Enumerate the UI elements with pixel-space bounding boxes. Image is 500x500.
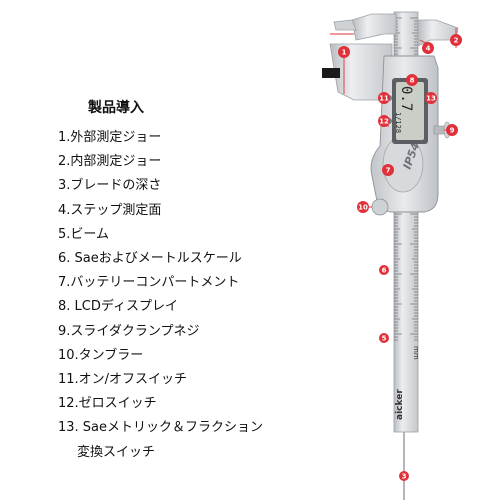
svg-text:8: 8: [410, 77, 415, 85]
jaw-tip-dark: [322, 68, 340, 78]
part-item-9: 9.スライダクランプネジ: [58, 323, 200, 339]
callout-12: 12: [378, 115, 390, 127]
callout-10: 10: [357, 201, 369, 213]
callout-1: 1: [338, 46, 350, 58]
part-item-13-label: 13. Saeメトリック＆フラクション: [58, 420, 264, 436]
part-item-5: 5.ビーム: [58, 226, 110, 242]
parts-list: 1.外部測定ジョー 2.内部測定ジョー 3.ブレードの深さ 4.ステップ測定面 …: [58, 126, 263, 465]
callout-9: 9: [446, 124, 458, 136]
page-title: 製品導入: [88, 100, 144, 116]
svg-text:9: 9: [450, 127, 455, 135]
callout-2: 2: [450, 34, 462, 46]
callout-6: 6: [379, 265, 389, 275]
part-item-11: 11.オン/オフスイッチ: [58, 372, 188, 388]
callout-11: 11: [378, 92, 390, 104]
svg-text:6: 6: [382, 267, 387, 275]
part-item-12: 12.ゼロスイッチ: [58, 396, 157, 412]
part-item-6: 6. Saeおよびメートルスケール: [58, 251, 242, 267]
part-item-2: 2.内部測定ジョー: [58, 154, 162, 170]
svg-text:12: 12: [379, 118, 389, 126]
svg-text:10: 10: [358, 204, 368, 212]
brand-logo: aicker: [395, 389, 405, 420]
svg-text:3: 3: [402, 473, 407, 481]
part-item-7: 7.バッテリーコンパートメント: [58, 275, 240, 291]
svg-text:4: 4: [426, 45, 431, 53]
part-item-4: 4.ステップ測定面: [58, 202, 162, 218]
svg-text:7: 7: [386, 167, 391, 175]
svg-text:2: 2: [454, 37, 459, 45]
part-item-13-continuation: 変換スイッチ: [77, 444, 156, 460]
part-item-3: 3.ブレードの深さ: [58, 178, 162, 194]
svg-text:11: 11: [379, 95, 389, 103]
part-item-8: 8. LCDディスプレイ: [58, 299, 178, 315]
svg-text:13: 13: [426, 95, 436, 103]
svg-text:5: 5: [382, 335, 387, 343]
inside-jaw-fixed: [351, 13, 397, 41]
lcd-reading: 0.7: [398, 86, 414, 111]
part-item-10: 10.タンブラー: [58, 347, 144, 363]
callout-4: 4: [422, 42, 434, 54]
callout-13: 13: [425, 92, 437, 104]
callout-3: 3: [399, 471, 409, 481]
lcd-display: [396, 82, 424, 140]
outside-jaw-fixed: [329, 43, 393, 101]
thumb-wheel[interactable]: [371, 198, 389, 216]
callout-5: 5: [379, 333, 389, 343]
svg-text:1: 1: [342, 49, 347, 57]
lcd-fraction: 1/128: [394, 112, 402, 133]
callout-8: 8: [406, 74, 418, 86]
part-item-13: 13. Saeメトリック＆フラクション 変換スイッチ: [58, 416, 263, 464]
part-item-1: 1.外部測定ジョー: [58, 130, 162, 145]
callout-7: 7: [382, 164, 394, 176]
scale-unit: mm: [412, 346, 420, 360]
